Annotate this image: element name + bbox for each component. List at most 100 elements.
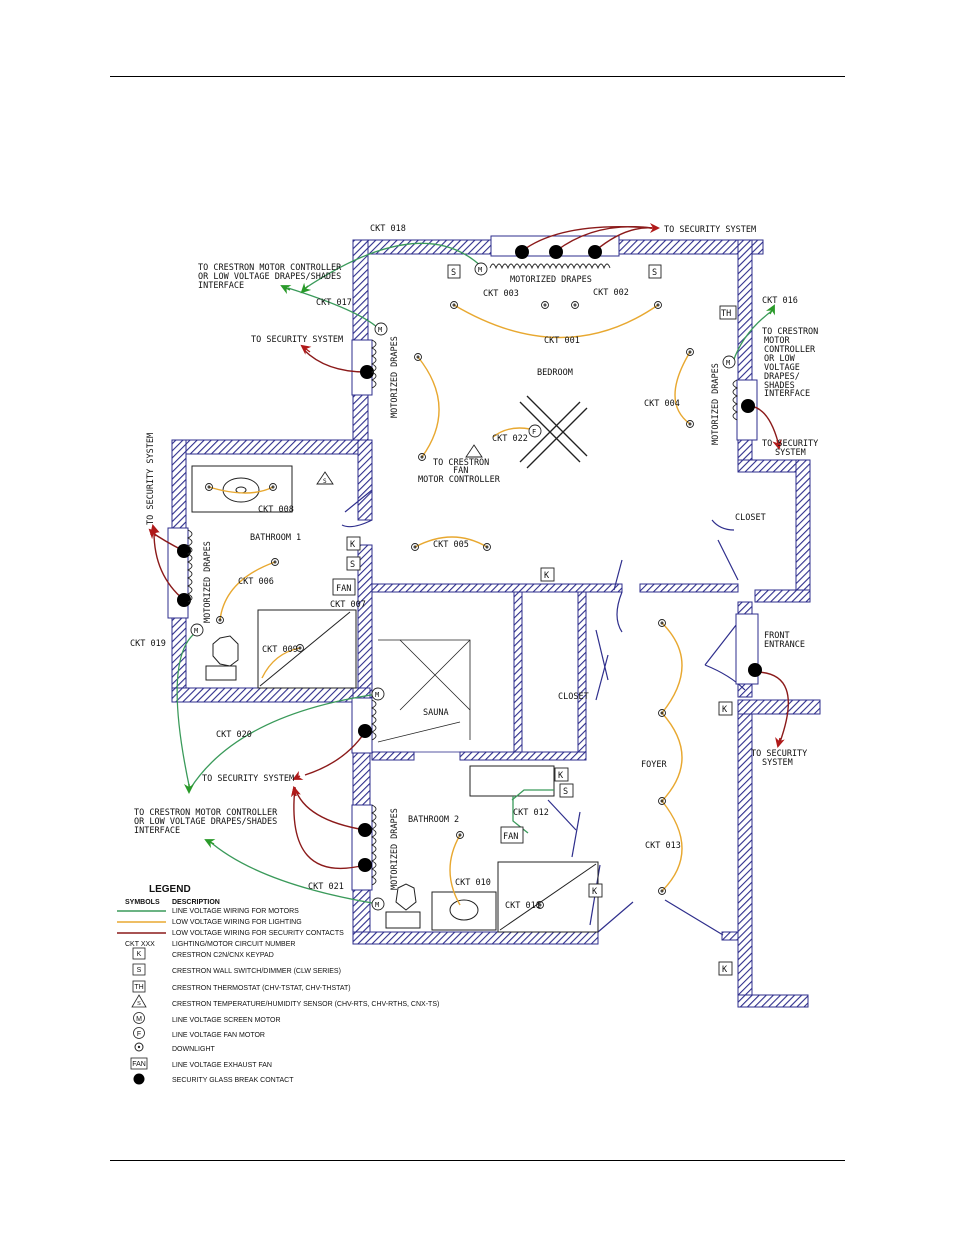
sym-k-1: K [350,540,356,550]
legend-col-symbols: SYMBOLS [125,899,160,906]
label-ckt006: CKT 006 [238,577,274,587]
label-bathroom2: BATHROOM 2 [408,815,459,825]
sym-k-3: K [558,771,564,781]
label-to-security-right-1: TO SECURITY [762,439,818,449]
keypad-k-5 [718,701,733,716]
sym-th: TH [721,309,731,319]
glass-break-contacts [177,245,762,872]
label-ckt016: CKT 016 [762,296,798,306]
legend-description: LIGHTING/MOTOR CIRCUIT NUMBER [172,941,295,948]
switch-s-2 [648,264,662,279]
sym-m-2: M [378,326,382,334]
sym-m-3: M [726,359,730,367]
legend-box-symbol [132,963,146,976]
label-sauna: SAUNA [423,708,449,718]
plan-labels: CKT 018 TO SECURITY SYSTEM TO CRESTRON M… [130,224,818,975]
legend-symbol-text: S [137,967,142,974]
label-motorized-drapes-right: MOTORIZED DRAPES [711,363,721,445]
label-right-crestron-6: DRAPES/ [764,372,800,382]
sym-s-4: S [563,787,568,797]
label-ckt002: CKT 002 [593,288,629,298]
doors [341,489,746,936]
legend-dot-symbol [133,1073,145,1085]
drape-scallops [186,263,739,886]
fan-box-1 [332,578,356,596]
label-right-crestron-4: OR LOW [764,354,796,364]
keypad-k-3 [554,767,569,782]
legend-triangle-symbol [131,994,147,1008]
label-front-entrance-2: ENTRANCE [764,640,805,650]
sym-sensor-1: S [323,478,327,485]
label-ckt004: CKT 004 [644,399,680,409]
legend-row: LINE VOLTAGE WIRING FOR MOTORS [117,908,299,915]
label-right-crestron-8: INTERFACE [764,389,810,399]
sym-m-4: M [194,627,198,635]
label-crestron-bottom-2: OR LOW VOLTAGE DRAPES/SHADES [134,817,277,827]
sym-m-6: M [375,901,379,909]
legend: LEGEND SYMBOLS DESCRIPTION LINE VOLTAGE … [117,884,439,1085]
label-ckt009: CKT 009 [262,645,298,655]
label-crestron-bottom-1: TO CRESTRON MOTOR CONTROLLER [134,808,278,818]
label-right-crestron-7: SHADES [764,381,795,391]
label-ckt022: CKT 022 [492,434,528,444]
motor-m-3 [722,355,736,369]
keypad-k-4 [588,883,603,898]
device-symbols [190,262,737,976]
legend-description: CRESTRON THERMOSTAT (CHV-TSTAT, CHV-THST… [172,985,351,992]
sym-m-1: M [478,266,482,274]
switch-s-3 [346,556,361,571]
motor-m-1 [474,262,488,276]
label-ckt019: CKT 019 [130,639,166,649]
legend-symbol-text: S [137,1001,141,1007]
legend-symbol-text: K [137,951,142,958]
sym-s-1: S [451,268,456,278]
legend-row: TH CRESTRON THERMOSTAT (CHV-TSTAT, CHV-TH… [132,980,351,993]
label-closet-mid: CLOSET [558,692,589,702]
sym-k-2: K [544,571,550,581]
sym-k-6: K [722,965,728,975]
switch-s-4 [559,783,574,798]
label-ckt001: CKT 001 [544,336,580,346]
legend-description: LOW VOLTAGE WIRING FOR LIGHTING [172,919,302,926]
legend-circle-symbol [133,1012,145,1024]
label-motorized-drapes-top: MOTORIZED DRAPES [510,275,592,285]
label-to-security-top: TO SECURITY SYSTEM [664,225,756,235]
legend-symbol-text: TH [134,984,143,991]
label-to-security-front-1: TO SECURITY [751,749,807,759]
arrows [148,223,785,849]
label-ckt018: CKT 018 [370,224,406,234]
legend-symbol-text: F [137,1031,141,1038]
security-wiring [149,225,789,870]
legend-description: CRESTRON TEMPERATURE/HUMIDITY SENSOR (CH… [172,1001,439,1008]
label-ckt010: CKT 010 [455,878,491,888]
label-ckt008: CKT 008 [258,505,294,515]
label-ckt012: CKT 012 [513,808,549,818]
legend-title: LEGEND [149,884,191,895]
legend-description: LINE VOLTAGE SCREEN MOTOR [172,1017,281,1024]
motor-m-5 [371,687,385,701]
legend-description: CRESTRON C2N/CNX KEYPAD [172,952,274,959]
label-motorized-drapes-b2: MOTORIZED DRAPES [390,808,400,890]
thermostat-th [719,305,737,320]
label-bathroom1: BATHROOM 1 [250,533,301,543]
keypad-k-6 [718,961,733,976]
legend-box-symbol [132,980,146,993]
legend-row: LOW VOLTAGE WIRING FOR LIGHTING [117,919,302,926]
label-ckt007: CKT 007 [330,600,366,610]
label-ckt011: CKT 011 [505,901,541,911]
header-rule [110,76,845,77]
bathroom1-fixtures [191,465,357,689]
label-bedroom: BEDROOM [537,368,573,378]
ceiling-fan [519,395,588,469]
label-motorized-drapes-left: MOTORIZED DRAPES [390,336,400,418]
legend-row: SECURITY GLASS BREAK CONTACT [133,1073,294,1085]
label-ckt021: CKT 021 [308,882,344,892]
label-closet-right: CLOSET [735,513,766,523]
label-fan-ctrl-2: FAN [453,466,468,476]
label-right-crestron-2: MOTOR [764,336,790,346]
legend-row: K CRESTRON C2N/CNX KEYPAD [132,947,274,960]
footer-rule [110,1160,845,1161]
legend-row: DOWNLIGHT [134,1042,216,1053]
